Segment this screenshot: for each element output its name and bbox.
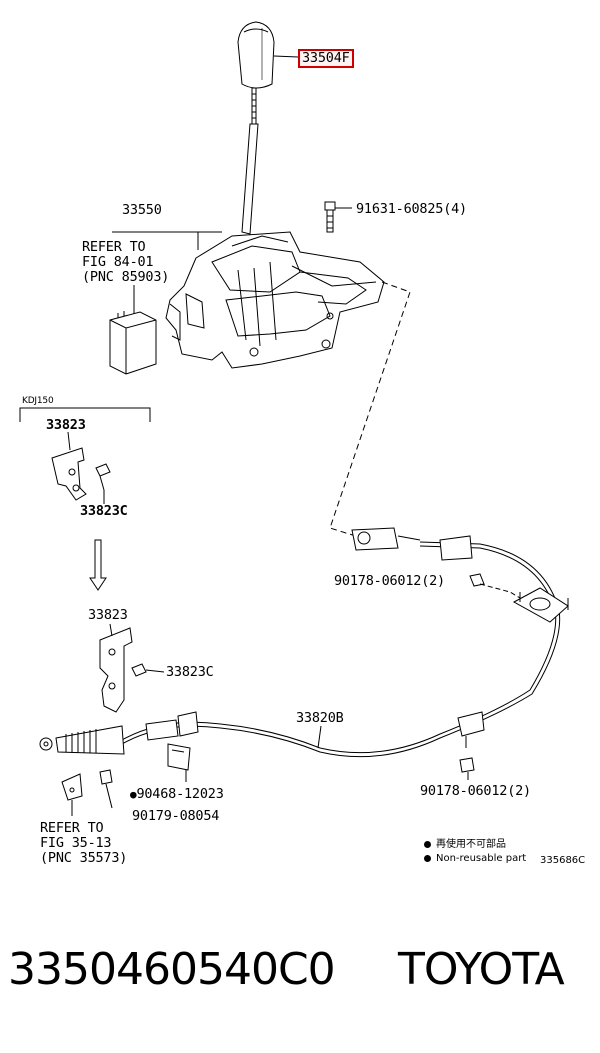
shift-housing [112, 231, 385, 369]
clip-90468-label: ●90468-12023 [130, 786, 224, 802]
legend-line-1: 再使用不可部品 [424, 838, 506, 852]
legend-line-2: Non-reusable part [424, 852, 526, 866]
cable-33820b [39, 527, 569, 816]
control-module [109, 285, 157, 375]
footer: 3350460540C0 TOYOTA [0, 940, 600, 1010]
footer-brand: TOYOTA [398, 944, 565, 995]
cable-label: 33820B [296, 710, 344, 726]
housing-label: 33550 [122, 202, 162, 218]
refer-84-label: REFER TO FIG 84-01 (PNC 85903) [82, 239, 170, 285]
bullet-icon [424, 854, 431, 862]
figure-id: 335686C [540, 855, 586, 866]
diagram-drawing [19, 21, 569, 816]
bolt-91631-label: 91631-60825(4) [356, 201, 467, 217]
nut-top-label: 90178-06012(2) [334, 573, 445, 589]
nut-90179-label: 90179-08054 [132, 808, 220, 824]
variant-label: KDJ150 [22, 396, 54, 406]
bracket-33823-bottom [99, 623, 165, 713]
legend-text-1: 再使用不可部品 [436, 839, 506, 850]
routing-dashed-line [329, 281, 411, 539]
arrow-down [89, 539, 107, 591]
refer-35-label: REFER TO FIG 35-13 (PNC 35573) [40, 820, 128, 866]
bolt-91631 [324, 201, 352, 233]
parts-diagram: 33504F 91631-60825(4) 33550 REFER TO FIG… [19, 21, 586, 866]
legend-text-2: Non-reusable part [436, 853, 527, 864]
bracket-bottom-label: 33823 [88, 607, 128, 623]
part-number-highlight[interactable]: 33504F [298, 49, 354, 68]
bracket-33823-top [51, 431, 111, 504]
shift-lever-rod [241, 87, 259, 235]
bracket-bottom-c-label: 33823C [166, 664, 214, 680]
bullet-icon [424, 840, 431, 848]
nut-bottom-label: 90178-06012(2) [420, 783, 531, 799]
variant-bracket [19, 407, 151, 422]
bracket-top-c-label: 33823C [80, 503, 128, 519]
footer-part-number: 3350460540C0 [8, 944, 336, 995]
shift-knob [237, 21, 299, 89]
clip-90468-text: 90468-12023 [136, 786, 224, 802]
bracket-top-label: 33823 [46, 417, 86, 433]
